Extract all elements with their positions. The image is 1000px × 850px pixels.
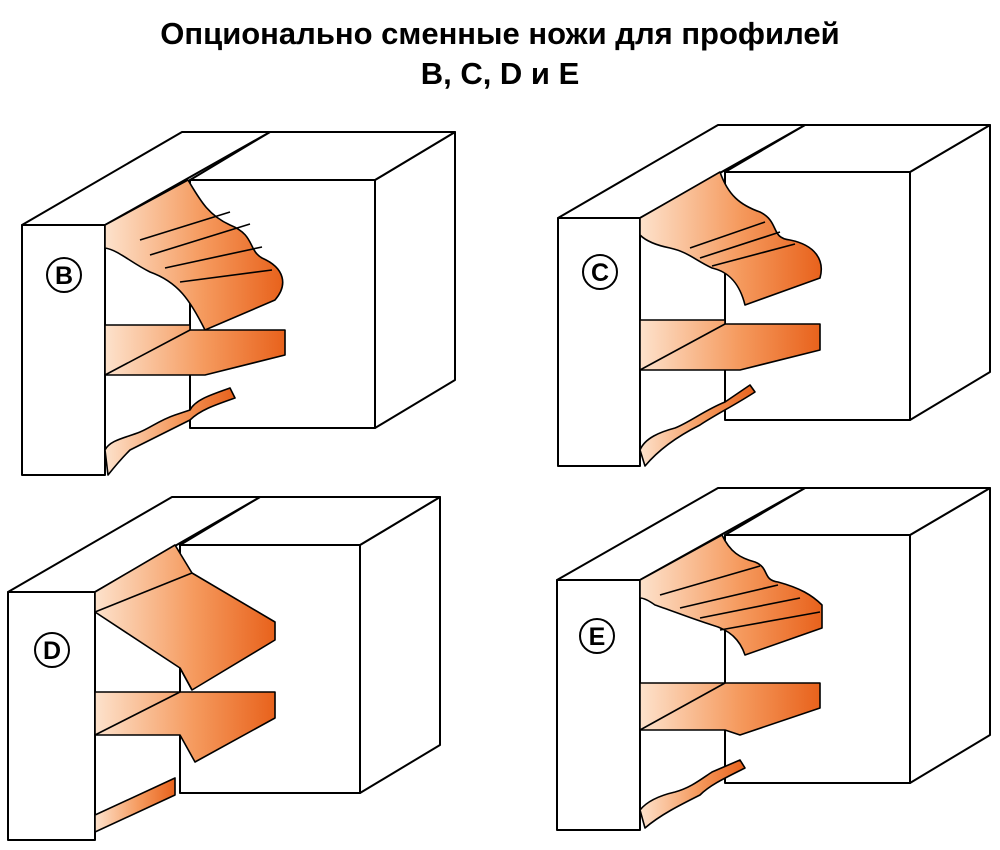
- label-b: B: [46, 257, 82, 293]
- title-line-1: Опционально сменные ножи для профилей: [160, 16, 840, 51]
- title-line-2: B, C, D и E: [420, 56, 580, 91]
- label-e: E: [579, 618, 615, 654]
- label-e-text: E: [589, 623, 606, 651]
- block-b: B: [21, 131, 456, 476]
- label-c-text: C: [591, 259, 609, 287]
- block-c: C: [557, 124, 991, 467]
- block-e-knives: [639, 534, 823, 829]
- diagram-title: Опционально сменные ножи для профилей B,…: [0, 14, 1000, 94]
- label-d-text: D: [43, 637, 61, 665]
- block-d-knives: [94, 544, 276, 833]
- block-e-body: [556, 487, 991, 831]
- label-d: D: [34, 632, 70, 668]
- block-b-knives: [104, 179, 286, 476]
- block-c-knives: [639, 171, 822, 467]
- label-b-text: B: [55, 262, 73, 290]
- block-c-body: [557, 124, 991, 467]
- block-e: E: [556, 487, 991, 831]
- block-d: D: [7, 496, 441, 841]
- label-c: C: [582, 254, 618, 290]
